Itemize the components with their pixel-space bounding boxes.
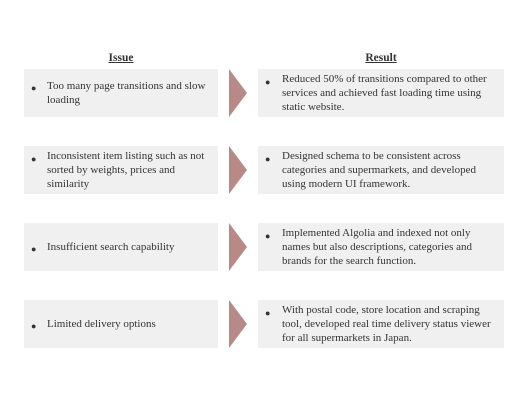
result-box-4: ● With postal code, store location and s… [258,300,504,348]
result-text-2: Designed schema to be consistent across … [282,150,476,190]
arrow-icon-4 [229,300,247,348]
arrow-icon-2 [229,146,247,194]
result-box-1: ● Reduced 50% of transitions compared to… [258,69,504,117]
issue-text-4: Limited delivery options [47,318,156,330]
issue-box-2: ● Inconsistent item listing such as not … [24,146,218,194]
bullet-icon: ● [31,244,37,254]
issue-box-1: ● Too many page transitions and slow loa… [24,69,218,117]
result-box-3: ● Implemented Algolia and indexed not on… [258,223,504,271]
bullet-icon: ● [265,154,271,164]
result-text-1: Reduced 50% of transitions compared to o… [282,73,487,113]
issue-text-2: Inconsistent item listing such as not so… [47,150,205,190]
arrow-icon-3 [229,223,247,271]
issue-box-4: ● Limited delivery options [24,300,218,348]
bullet-icon: ● [31,321,37,331]
bullet-icon: ● [31,83,37,93]
issue-column-header: Issue [108,52,134,64]
result-column-header: Result [365,52,397,64]
result-text-3: Implemented Algolia and indexed not only… [282,227,473,267]
bullet-icon: ● [31,154,37,164]
issue-text-1: Too many page transitions and slow loadi… [47,80,206,106]
result-text-4: With postal code, store location and scr… [282,304,491,344]
bullet-icon: ● [265,308,271,318]
result-box-2: ● Designed schema to be consistent acros… [258,146,504,194]
bullet-icon: ● [265,77,271,87]
issue-box-3: ● Insufficient search capability [24,223,218,271]
issue-text-3: Insufficient search capability [47,241,175,253]
bullet-icon: ● [265,231,271,241]
arrow-icon-1 [229,69,247,117]
